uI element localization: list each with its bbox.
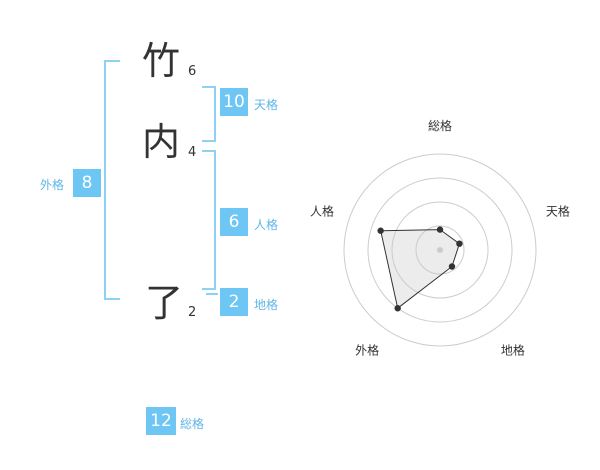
radar-ring-2: [391, 201, 489, 299]
radar-point-2: [456, 240, 463, 247]
radar-axis-label-5: 人格: [310, 204, 334, 219]
radar-area: [380, 229, 460, 310]
name-char-3: 了: [145, 281, 184, 325]
radar-ring-4: [343, 153, 537, 347]
tenkaku-badge: 10: [220, 88, 248, 116]
radar-point-3: [448, 263, 456, 270]
stroke-count-1: 6: [188, 64, 197, 79]
jinkaku-label: 人格: [254, 218, 279, 232]
radar-point-4: [394, 305, 401, 312]
stroke-count-3: 2: [188, 305, 197, 320]
chikaku-connector: [206, 293, 218, 299]
jinkaku-bracket: [202, 150, 216, 290]
radar-point-5: [377, 227, 384, 234]
name-char-2: 内: [142, 120, 181, 164]
radar-axis-label-2: 天格: [546, 204, 570, 219]
gaikaku-label: 外格: [40, 178, 65, 192]
tenkaku-label: 天格: [254, 98, 279, 112]
soukaku-label: 総格: [180, 417, 205, 431]
name-char-1: 竹: [142, 39, 181, 83]
chikaku-label: 地格: [254, 298, 279, 312]
radar-axis-label-1: 総格: [428, 118, 452, 133]
stroke-count-2: 4: [188, 145, 197, 160]
tenkaku-bracket: [202, 86, 216, 142]
radar-ring-3: [367, 177, 513, 323]
jinkaku-badge: 6: [220, 208, 248, 236]
gaikaku-bracket: [104, 60, 120, 300]
radar-point-1: [436, 226, 444, 233]
radar-ring-1: [415, 225, 465, 275]
radar-center: [437, 247, 443, 253]
radar-axis-label-4: 外格: [355, 342, 379, 357]
gaikaku-badge: 8: [73, 169, 101, 197]
soukaku-badge: 12: [146, 407, 176, 435]
radar-axis-label-3: 地格: [501, 342, 525, 357]
chikaku-badge: 2: [220, 288, 248, 316]
